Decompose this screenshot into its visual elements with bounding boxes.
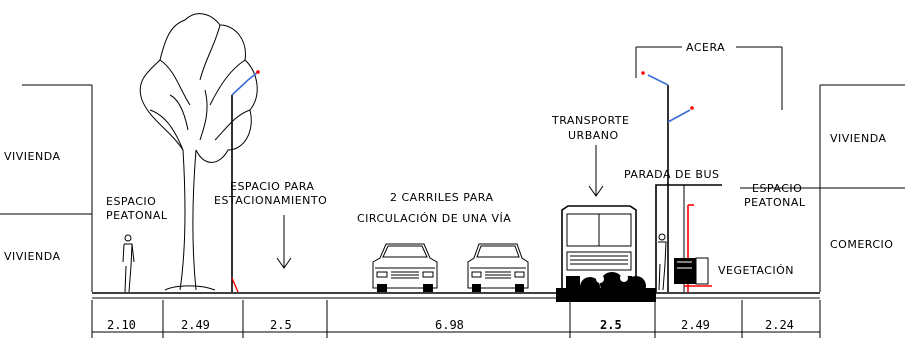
dimension-label-4: 6.98: [435, 318, 464, 332]
transport-label-line1: TRANSPORTE: [551, 114, 629, 127]
lanes-label-line1: 2 CARRILES PARA: [390, 191, 493, 204]
lanes-label-line2: CIRCULACIÓN DE UNA VÍA: [357, 212, 511, 225]
hedge-icon: [556, 272, 656, 302]
parking-label-line2: ESTACIONAMIENTO: [214, 194, 327, 207]
sidewalk-label: ACERA: [686, 41, 725, 54]
vegetation-planter-icon: [674, 257, 709, 285]
parking-label-line1: ESPACIO PARA: [230, 180, 314, 193]
transport-label-line2: URBANO: [568, 129, 619, 142]
car-1-icon: [372, 243, 438, 292]
dimension-label-6: 2.49: [681, 318, 710, 332]
ground-line: [92, 292, 820, 299]
street-light-right-icon: [641, 71, 694, 292]
parking-arrow-icon: [276, 215, 292, 269]
vegetation-label: VEGETACIÓN: [718, 264, 794, 277]
dimension-line: [91, 300, 821, 338]
right-pedestrian-label-line2: PEATONAL: [744, 196, 806, 209]
dimension-label-1: 2.10: [107, 318, 136, 332]
pedestrian-figure-icon: [122, 234, 135, 293]
tree-icon: [139, 13, 258, 291]
left-pedestrian-label-line1: ESPACIO: [106, 195, 156, 208]
bus-stop-label: PARADA DE BUS: [624, 168, 719, 181]
left-building: [0, 84, 93, 292]
sidewalk-bracket: [635, 46, 783, 110]
dimension-label-5: 2.5: [600, 318, 622, 332]
right-pedestrian-label-line1: ESPACIO: [752, 182, 802, 195]
car-2-icon: [467, 243, 529, 292]
dimension-label-2: 2.49: [181, 318, 210, 332]
dimension-label-3: 2.5: [270, 318, 292, 332]
dimension-label-7: 2.24: [765, 318, 794, 332]
bus-stop-pedestrian-icon: [658, 233, 667, 291]
right-building: [740, 84, 905, 292]
left-lower-use-label: VIVIENDA: [4, 250, 61, 263]
left-upper-use-label: VIVIENDA: [4, 150, 61, 163]
left-pedestrian-label-line2: PEATONAL: [106, 209, 168, 222]
transport-arrow-icon: [588, 145, 604, 197]
right-upper-use-label: VIVIENDA: [830, 132, 887, 145]
street-light-left-icon: [231, 70, 260, 293]
right-lower-use-label: COMERCIO: [830, 238, 893, 251]
